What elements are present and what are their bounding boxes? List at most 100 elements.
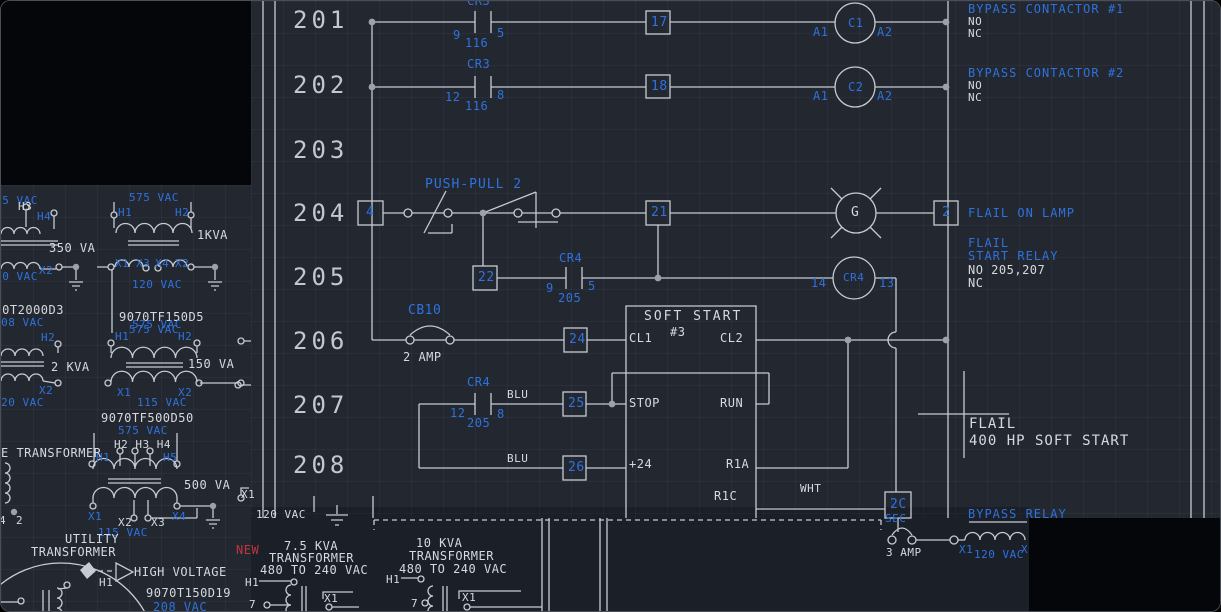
xfmr-10kva-tap7: 7	[411, 597, 419, 610]
coil-c2-icon	[834, 66, 876, 108]
contact-cr4-205-label: CR4	[559, 251, 583, 265]
utility-h1: H1	[99, 576, 114, 589]
xfmr-75kva-x1: X1	[324, 592, 339, 605]
high-voltage-arrow-icon	[115, 561, 135, 583]
bypass-relay-voltage: 120 VAC	[974, 548, 1024, 561]
flail-note-line1: FLAIL	[969, 416, 1017, 432]
xfmr-b-h2: H2	[175, 206, 190, 219]
contact-cr3-201-pin-left: 9	[453, 28, 461, 42]
xfmr-e-x3: X3	[151, 516, 166, 529]
bypass-contactor-2-title: BYPASS CONTACTOR #2	[968, 66, 1125, 80]
coil-cr4-label: CR4	[843, 271, 865, 284]
rung-number-204: 204	[293, 199, 349, 227]
rung-number-205: 205	[293, 263, 349, 291]
contact-cr4-205-pin-left: 9	[546, 281, 554, 295]
xfmr-d-rating: 150 VA	[188, 357, 235, 371]
dashed-wires	[89, 519, 882, 572]
contact-cr4-207-pin-left: 12	[450, 406, 466, 420]
terminal-box-18-icon	[645, 74, 671, 99]
utility-voltage: 208 VAC	[153, 600, 208, 612]
terminal-box-2: 2	[942, 205, 951, 220]
xfmr-a-part-number: 9070T2000D3	[1, 303, 64, 317]
coil-c1-label: C1	[848, 16, 864, 30]
xfmr-b-primary-voltage: 575 VAC	[129, 191, 179, 204]
xfmr-e-x4: X4	[172, 510, 187, 523]
terminal-box-2c: 2C	[890, 497, 907, 512]
xfmr-b-x1: X1	[115, 257, 130, 270]
bypass-contactor-1-no: NO	[968, 15, 983, 28]
terminal-box-26: 26	[568, 460, 585, 475]
xfmr-b-rating: 1KVA	[197, 228, 228, 242]
bypass-contactor-1-nc: NC	[968, 27, 983, 40]
pilot-lamp-rays-icon	[830, 187, 882, 239]
window-overlap-mask-bottomright	[1029, 518, 1220, 611]
rung-number-203: 203	[293, 136, 349, 164]
xfmr-10kva-title-3: 480 TO 240 VAC	[399, 562, 508, 576]
xfmr-a-h3: H3	[18, 200, 33, 213]
left-panel-symbols	[1, 202, 251, 611]
soft-start-cl2: CL2	[720, 331, 744, 345]
utility-transformer-circle	[1, 562, 145, 611]
xfmr-10kva-h1: H1	[386, 573, 401, 586]
xfmr-10kva-title-2: TRANSFORMER	[409, 549, 494, 563]
terminal-box-22-icon	[472, 265, 498, 291]
bypass-contactor-2-nc: NC	[968, 91, 983, 104]
rung-number-207: 207	[293, 391, 349, 419]
xfmr-b-x4: X4	[155, 257, 170, 270]
coil-c1-a2: A2	[877, 25, 893, 39]
terminal-box-26-icon	[562, 455, 587, 481]
breaker-cb10-rating: 2 AMP	[403, 350, 442, 364]
coil-cr4-pin-13: 13	[879, 276, 895, 290]
xfmr-d-h2: H2	[178, 330, 193, 343]
coil-cr4-pin-14: 14	[811, 276, 827, 290]
rung-number-206: 206	[293, 327, 349, 355]
high-voltage-label: HIGH VOLTAGE	[134, 565, 227, 579]
utility-transformer-title-1: UTILITY	[65, 532, 120, 546]
edge-fragment-2: 2	[16, 514, 24, 527]
probe-nib-icon	[80, 562, 96, 579]
flail-on-lamp-title: FLAIL ON LAMP	[968, 206, 1075, 220]
flail-start-relay-no: NO 205,207	[968, 263, 1046, 277]
xfmr-e-secondary-voltage: 115 VAC	[98, 526, 148, 539]
bypass-contactor-2-no: NO	[968, 79, 983, 92]
wire-number-205-a: 205	[558, 291, 582, 305]
rung-number-202: 202	[293, 71, 349, 99]
xfmr-c-x2: X2	[39, 384, 54, 397]
xfmr-75kva-h1: H1	[245, 576, 260, 589]
terminal-box-22: 22	[478, 270, 495, 285]
contact-cr3-201-pin-right: 5	[497, 26, 505, 40]
terminal-box-25-icon	[562, 391, 587, 417]
terminal-box-2-icon	[933, 200, 959, 226]
push-pull-label: PUSH-PULL 2	[425, 177, 523, 192]
xfmr-a-x2: X2	[39, 264, 54, 277]
xfmr-a-secondary-voltage: 120 VAC	[1, 270, 38, 283]
soft-start-plus24: +24	[629, 457, 653, 471]
xfmr-a-rating: 350 VA	[49, 241, 96, 255]
bypass-relay-x1: X1	[959, 543, 974, 556]
wire-color-blu-2: BLU	[507, 452, 529, 465]
coil-c2-a1: A1	[813, 89, 829, 103]
xfmr-b-h1: H1	[118, 206, 133, 219]
lamp-g-label: G	[851, 205, 860, 220]
soft-start-number: #3	[670, 325, 686, 339]
xfmr-10kva-x1: X1	[462, 591, 477, 604]
contact-cr3-202-label: CR3	[467, 57, 491, 71]
strip-voltage-120: 120 VAC	[256, 508, 306, 521]
wire-number-116-b: 116	[465, 99, 489, 113]
pilot-lamp-icon	[835, 192, 877, 234]
terminal-box-17-icon	[645, 10, 671, 35]
coil-c2-a2: A2	[877, 89, 893, 103]
xfmr-d-secondary-voltage: 115 VAC	[137, 396, 187, 409]
contact-cr4-207-pin-right: 8	[497, 407, 505, 421]
edge-fragment-4: 4	[1, 515, 6, 526]
xfmr-a-primary-voltage: 575 VAC	[1, 194, 38, 207]
rung-number-208: 208	[293, 451, 349, 479]
terminal-box-21-icon	[645, 200, 671, 226]
terminal-box-4: 4	[366, 205, 375, 220]
window-overlap-mask-topleft	[1, 1, 251, 185]
left-panel-terminals	[17, 203, 245, 605]
rung-number-201: 201	[293, 6, 349, 34]
xfmr-d-primary-voltage: 575 VAC	[132, 318, 182, 331]
terminal-box-24: 24	[569, 332, 586, 347]
